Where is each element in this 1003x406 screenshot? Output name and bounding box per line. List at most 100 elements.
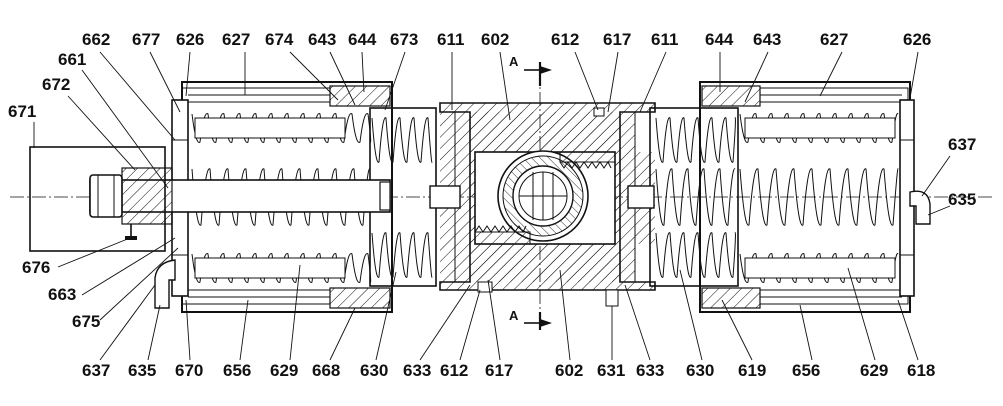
label-left-661: 661 xyxy=(58,50,86,69)
label-bottom-618-17-leader xyxy=(897,299,919,361)
label-bottom-619-14-leader xyxy=(721,299,753,361)
right-piston xyxy=(627,107,739,287)
label-right-635: 635 xyxy=(948,190,976,209)
spring-coil xyxy=(739,168,899,226)
label-top-674-4: 674 xyxy=(265,30,294,49)
label-bottom-612-8: 612 xyxy=(440,361,468,380)
section-label-top: A xyxy=(509,54,519,69)
label-bottom-656-3: 656 xyxy=(223,361,251,380)
label-top-611-8: 611 xyxy=(437,30,464,49)
label-top-673-7-leader xyxy=(384,51,406,111)
label-bottom-612-8-leader xyxy=(459,289,481,361)
label-top-662-0: 662 xyxy=(82,30,110,49)
label-top-602-9: 602 xyxy=(481,30,509,49)
label-top-627-15-leader xyxy=(819,51,843,97)
label-bottom-619-14: 619 xyxy=(738,361,766,380)
label-bottom-617-9: 617 xyxy=(485,361,513,380)
label-bottom-629-4-leader xyxy=(289,264,301,361)
label-top-644-6: 644 xyxy=(348,30,377,49)
label-left-661-leader xyxy=(81,69,169,189)
label-bottom-656-3-leader xyxy=(239,299,249,361)
label-top-602-9-leader xyxy=(499,51,511,121)
label-right-637: 637 xyxy=(948,135,976,154)
label-bottom-630-13-leader xyxy=(679,269,703,361)
section-label-bottom: A xyxy=(509,308,519,323)
label-left-lower-676: 676 xyxy=(22,258,50,277)
label-bottom-602-10-leader xyxy=(559,269,571,361)
label-bottom-630-6-leader xyxy=(375,271,397,361)
label-top-626-16-leader xyxy=(909,51,919,99)
spring-coil xyxy=(371,232,433,278)
label-top-627-15: 627 xyxy=(820,30,848,49)
label-bottom-635-1-leader xyxy=(147,304,161,361)
label-left-671: 671 xyxy=(8,102,36,121)
spring-guides xyxy=(194,117,896,279)
label-top-643-14-leader xyxy=(744,51,769,103)
label-left-lower-663-leader xyxy=(81,237,176,296)
label-left-lower-675-leader xyxy=(99,247,179,321)
label-bottom-630-13: 630 xyxy=(686,361,714,380)
body-screws xyxy=(477,107,619,307)
label-right-635-leader xyxy=(927,205,951,216)
label-bottom-633-12: 633 xyxy=(636,361,664,380)
label-left-lower-676-leader xyxy=(57,237,131,268)
label-bottom-617-9-leader xyxy=(487,279,501,361)
label-top-617-11-leader xyxy=(607,51,619,113)
label-top-617-11: 617 xyxy=(603,30,631,49)
label-bottom-670-2-leader xyxy=(185,299,191,361)
pinion-gear xyxy=(497,150,589,242)
label-bottom-629-16-leader xyxy=(847,267,876,361)
label-bottom-633-12-leader xyxy=(624,284,651,361)
label-top-673-7: 673 xyxy=(390,30,418,49)
right-fittings xyxy=(909,190,931,225)
label-top-627-3: 627 xyxy=(222,30,250,49)
label-bottom-668-5: 668 xyxy=(312,361,340,380)
label-bottom-618-17: 618 xyxy=(907,361,935,380)
label-top-626-2: 626 xyxy=(176,30,204,49)
label-bottom-637-0: 637 xyxy=(82,361,110,380)
label-top-644-6-leader xyxy=(361,51,365,93)
label-top-677-1: 677 xyxy=(132,30,160,49)
rack-upper xyxy=(559,151,616,169)
label-bottom-656-15: 656 xyxy=(792,361,820,380)
label-top-626-16: 626 xyxy=(903,30,931,49)
label-top-643-5-leader xyxy=(329,51,356,106)
label-bottom-631-11: 631 xyxy=(597,361,625,380)
callout-labels: 662 677 626 627 674 643 644 673 611 602 612 617 611 6… xyxy=(8,30,976,380)
label-top-612-10: 612 xyxy=(551,30,579,49)
spring-coil xyxy=(655,232,736,278)
label-top-626-2-leader xyxy=(185,51,191,97)
section-marker-bottom: A xyxy=(509,308,552,330)
left-fittings xyxy=(154,259,176,309)
label-top-643-5: 643 xyxy=(308,30,336,49)
spring-coil xyxy=(371,117,433,163)
label-top-611-12: 611 xyxy=(651,30,678,49)
spring-coil xyxy=(655,168,736,226)
label-top-612-10-leader xyxy=(574,51,599,111)
rack-lower xyxy=(474,225,531,245)
label-left-672: 672 xyxy=(42,75,70,94)
label-bottom-629-16: 629 xyxy=(860,361,888,380)
left-piston xyxy=(369,107,461,287)
label-bottom-668-5-leader xyxy=(329,307,356,361)
label-bottom-670-2: 670 xyxy=(175,361,203,380)
label-bottom-633-7: 633 xyxy=(403,361,431,380)
label-bottom-637-0-leader xyxy=(99,284,156,361)
label-bottom-630-6: 630 xyxy=(360,361,388,380)
label-bottom-602-10: 602 xyxy=(555,361,583,380)
label-top-644-13: 644 xyxy=(705,30,734,49)
label-top-677-1-leader xyxy=(149,51,181,113)
label-top-662-0-leader xyxy=(99,51,176,141)
label-right-637-leader xyxy=(921,155,951,197)
spring-coil xyxy=(655,117,736,163)
label-bottom-635-1: 635 xyxy=(128,361,156,380)
label-left-lower-675: 675 xyxy=(72,312,100,331)
label-top-643-14: 643 xyxy=(753,30,781,49)
label-bottom-656-15-leader xyxy=(799,304,813,361)
adjusting-rod xyxy=(89,167,391,240)
section-marker-top: A xyxy=(509,54,552,86)
label-top-611-12-leader xyxy=(639,51,667,113)
label-bottom-633-7-leader xyxy=(419,284,471,361)
label-left-672-leader xyxy=(67,95,136,171)
